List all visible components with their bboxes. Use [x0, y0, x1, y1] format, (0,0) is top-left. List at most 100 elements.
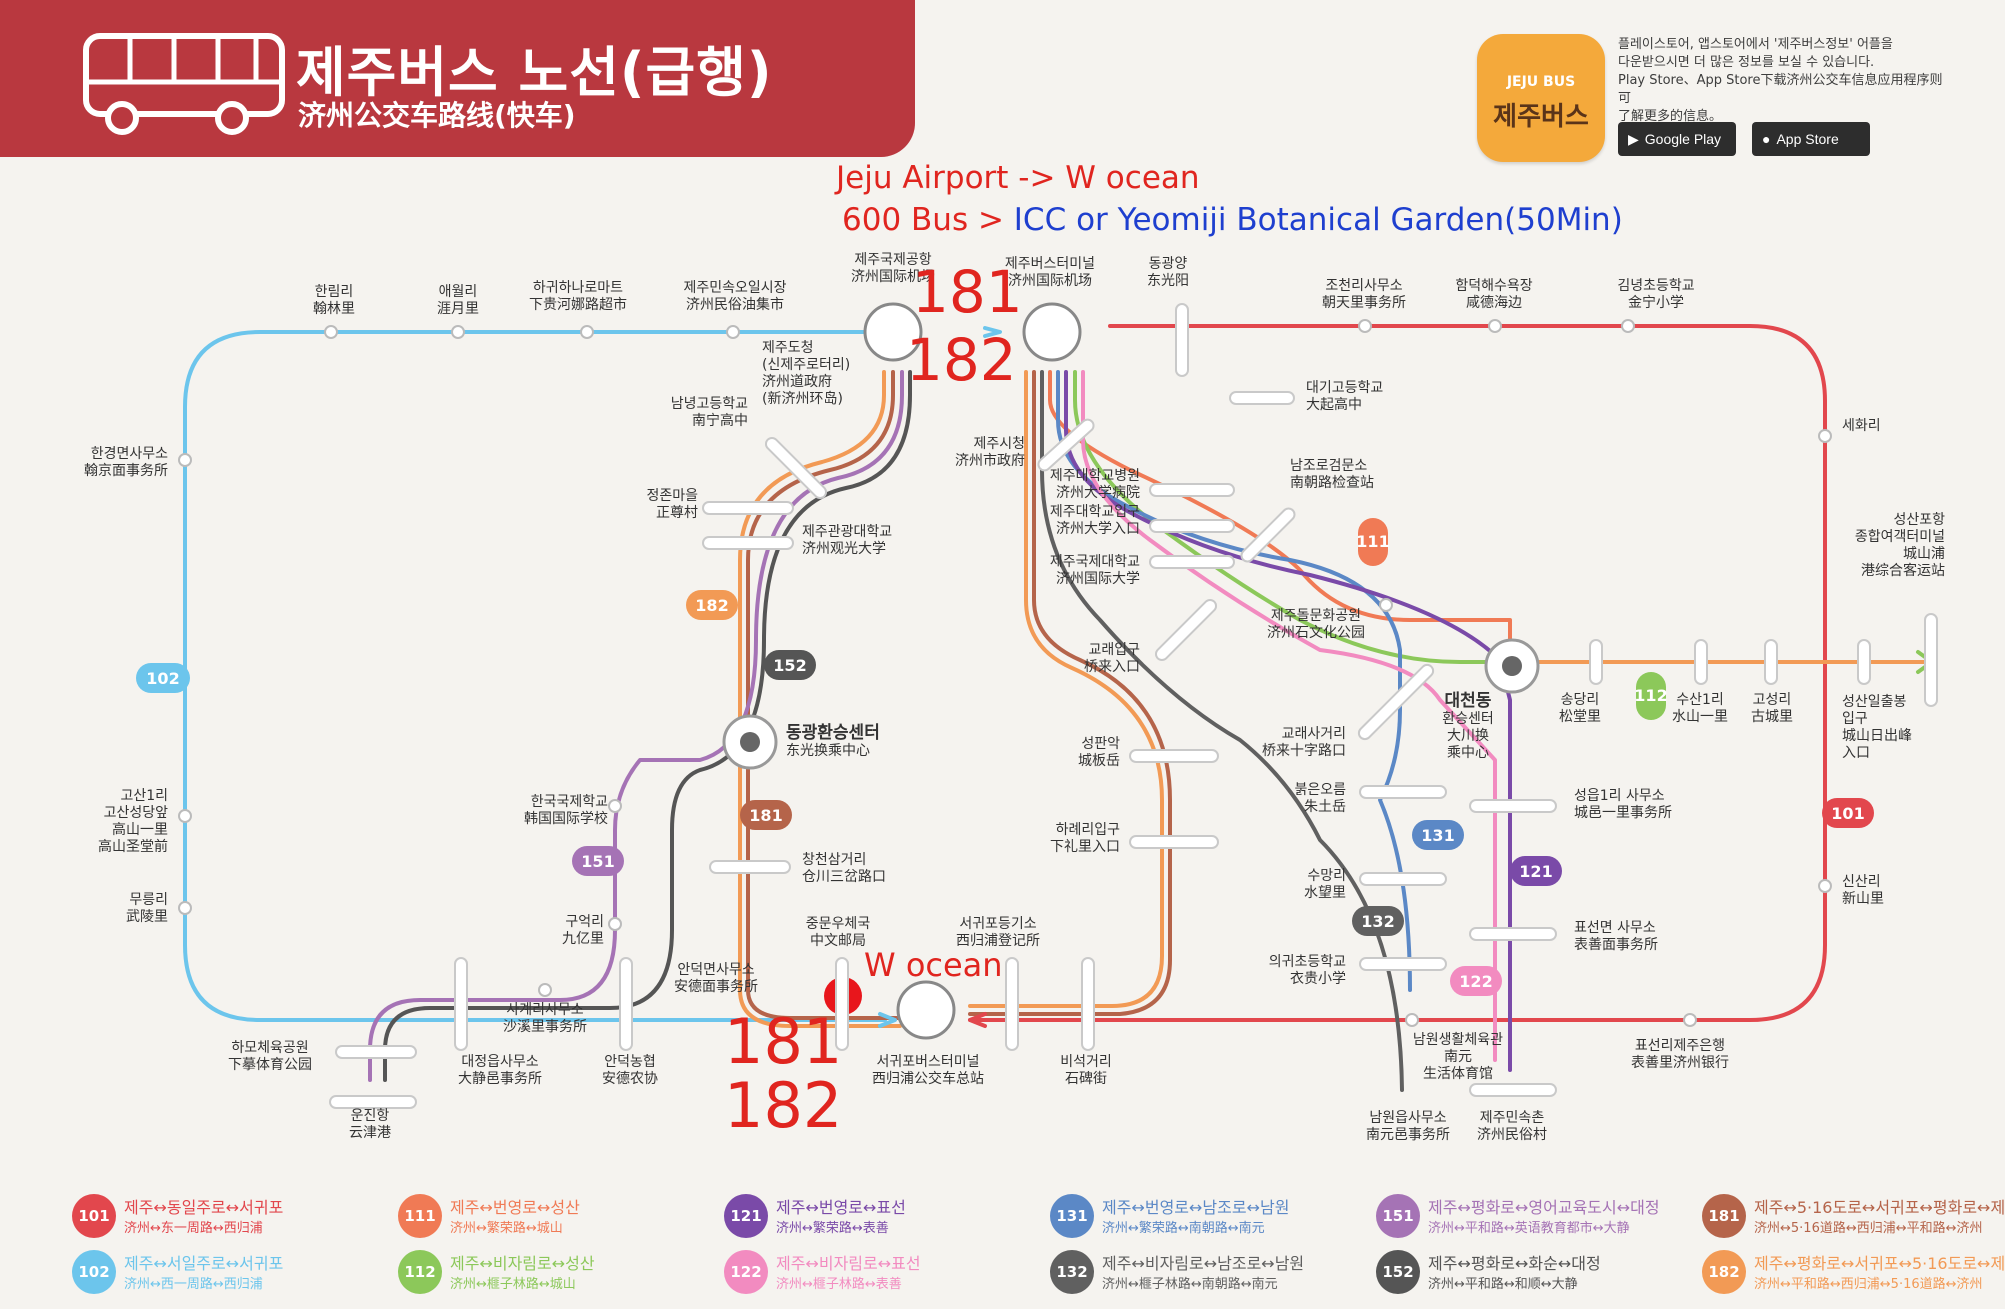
- stop-label-dogyeong: 제주도청(신제주로터리)济州道政府(新济州环岛): [762, 340, 850, 407]
- stop-dot-sagyeri: [538, 983, 552, 997]
- capsule-3: [1149, 483, 1235, 497]
- stop-dot-sinsan: [1818, 879, 1832, 893]
- hub-daecheon-inner: [1502, 656, 1522, 676]
- google-play-label: Google Play: [1644, 131, 1722, 147]
- capsule-31: [764, 436, 828, 500]
- legend-code: 131: [1056, 1207, 1087, 1225]
- capsule-23: [1924, 613, 1938, 707]
- stop-dot-pyoseonbank: [1683, 1013, 1697, 1027]
- legend-route-zh: 济州↔5·16道路↔西归浦↔平和路↔济州: [1754, 1220, 1983, 1236]
- legend-route-zh: 济州↔繁荣路↔表善: [776, 1220, 889, 1236]
- legend-code: 112: [404, 1263, 435, 1281]
- legend-code: 151: [1382, 1207, 1413, 1225]
- legend-swatch: [1376, 1250, 1420, 1294]
- legend-code: 111: [404, 1207, 435, 1225]
- app-promo-line: 다운받으시면 더 많은 정보를 보실 수 있습니다.: [1618, 55, 1875, 70]
- legend-route-ko: 제주↔번영로↔남조로↔남원: [1102, 1198, 1289, 1217]
- route-prefix: 600 Bus >: [842, 202, 1004, 238]
- app-store-button[interactable]: ● App Store: [1752, 122, 1870, 156]
- capsule-18: [1175, 303, 1189, 377]
- stop-dot-gimnyeong: [1621, 319, 1635, 333]
- app-logo-top: JEJU BUS: [1506, 74, 1576, 90]
- w-ocean-bus-number-1: 181: [724, 1005, 843, 1078]
- legend-route-zh: 济州↔西一周路↔西归浦: [124, 1276, 263, 1292]
- hub-donggwang-inner: [740, 732, 760, 752]
- app-store-label: App Store: [1776, 131, 1839, 147]
- svg-text:122: 122: [1459, 972, 1492, 991]
- jeju-bus-app-logo[interactable]: JEJU BUS 제주버스: [1477, 34, 1605, 162]
- legend-swatch: [72, 1194, 116, 1238]
- svg-text:151: 151: [581, 852, 614, 871]
- airport-bus-number-2: 182: [906, 326, 1017, 394]
- route-181-line: [746, 370, 902, 1020]
- stop-dot-gueok: [608, 917, 622, 931]
- legend-route-ko: 제주↔서일주로↔서귀포: [124, 1254, 283, 1273]
- capsule-15: [1229, 391, 1295, 405]
- legend-route-ko: 제주↔평화로↔영어교육도시↔대정: [1428, 1198, 1660, 1217]
- svg-text:112: 112: [1634, 686, 1667, 705]
- app-promo-line: Play Store、App Store下载济州公交车信息应用程序则可: [1618, 73, 1943, 106]
- legend-code: 101: [78, 1207, 109, 1225]
- hub-terminal: [1022, 302, 1082, 362]
- map-title: 제주버스 노선(급행): [296, 41, 773, 104]
- svg-text:102: 102: [146, 669, 179, 688]
- capsule-9: [1359, 785, 1447, 799]
- stop-dot-stonepark: [1379, 598, 1393, 612]
- legend-route-ko: 제주↔평화로↔서귀포↔5·16도로↔제주: [1754, 1254, 2005, 1273]
- svg-text:131: 131: [1421, 826, 1454, 845]
- svg-text:101: 101: [1831, 804, 1864, 823]
- route-182-east-line: [968, 370, 1164, 1008]
- app-promo-line: 了解更多的信息。: [1618, 109, 1723, 124]
- svg-text:152: 152: [773, 656, 806, 675]
- stop-dot-hagwi: [580, 325, 594, 339]
- legend-route-zh: 济州↔平和路↔西归浦↔5·16道路↔济州: [1754, 1276, 1983, 1292]
- capsule-12: [1469, 799, 1557, 813]
- capsule-29: [1037, 418, 1095, 472]
- google-play-button[interactable]: ▶ Google Play: [1618, 122, 1736, 156]
- legend-route-zh: 济州↔繁荣路↔南朝路↔南元: [1102, 1220, 1265, 1236]
- route-182-line: [738, 370, 902, 1028]
- hubs: [722, 302, 1540, 1040]
- route-title-annotation: Jeju Airport -> W ocean: [836, 160, 1200, 196]
- legend-route-ko: 제주↔동일주로↔서귀포: [124, 1198, 283, 1217]
- route-badge-121: 121: [1510, 856, 1562, 886]
- capsule-24: [454, 957, 468, 1051]
- legend-code: 102: [78, 1263, 109, 1281]
- capsule-13: [1469, 927, 1557, 941]
- capsule-33: [1357, 663, 1435, 741]
- capsule-8: [709, 860, 791, 874]
- route-122-line: [1081, 370, 1497, 1062]
- stop-dot-jocheon: [1358, 319, 1372, 333]
- route-badge-131: 131: [1412, 820, 1464, 850]
- legend-route-ko: 제주↔번영로↔표선: [776, 1198, 906, 1217]
- legend-route-zh: 济州↔榧子林路↔表善: [776, 1276, 902, 1292]
- legend-route-zh: 济州↔平和路↔和顺↔大静: [1428, 1276, 1578, 1292]
- legend-swatch: [398, 1194, 442, 1238]
